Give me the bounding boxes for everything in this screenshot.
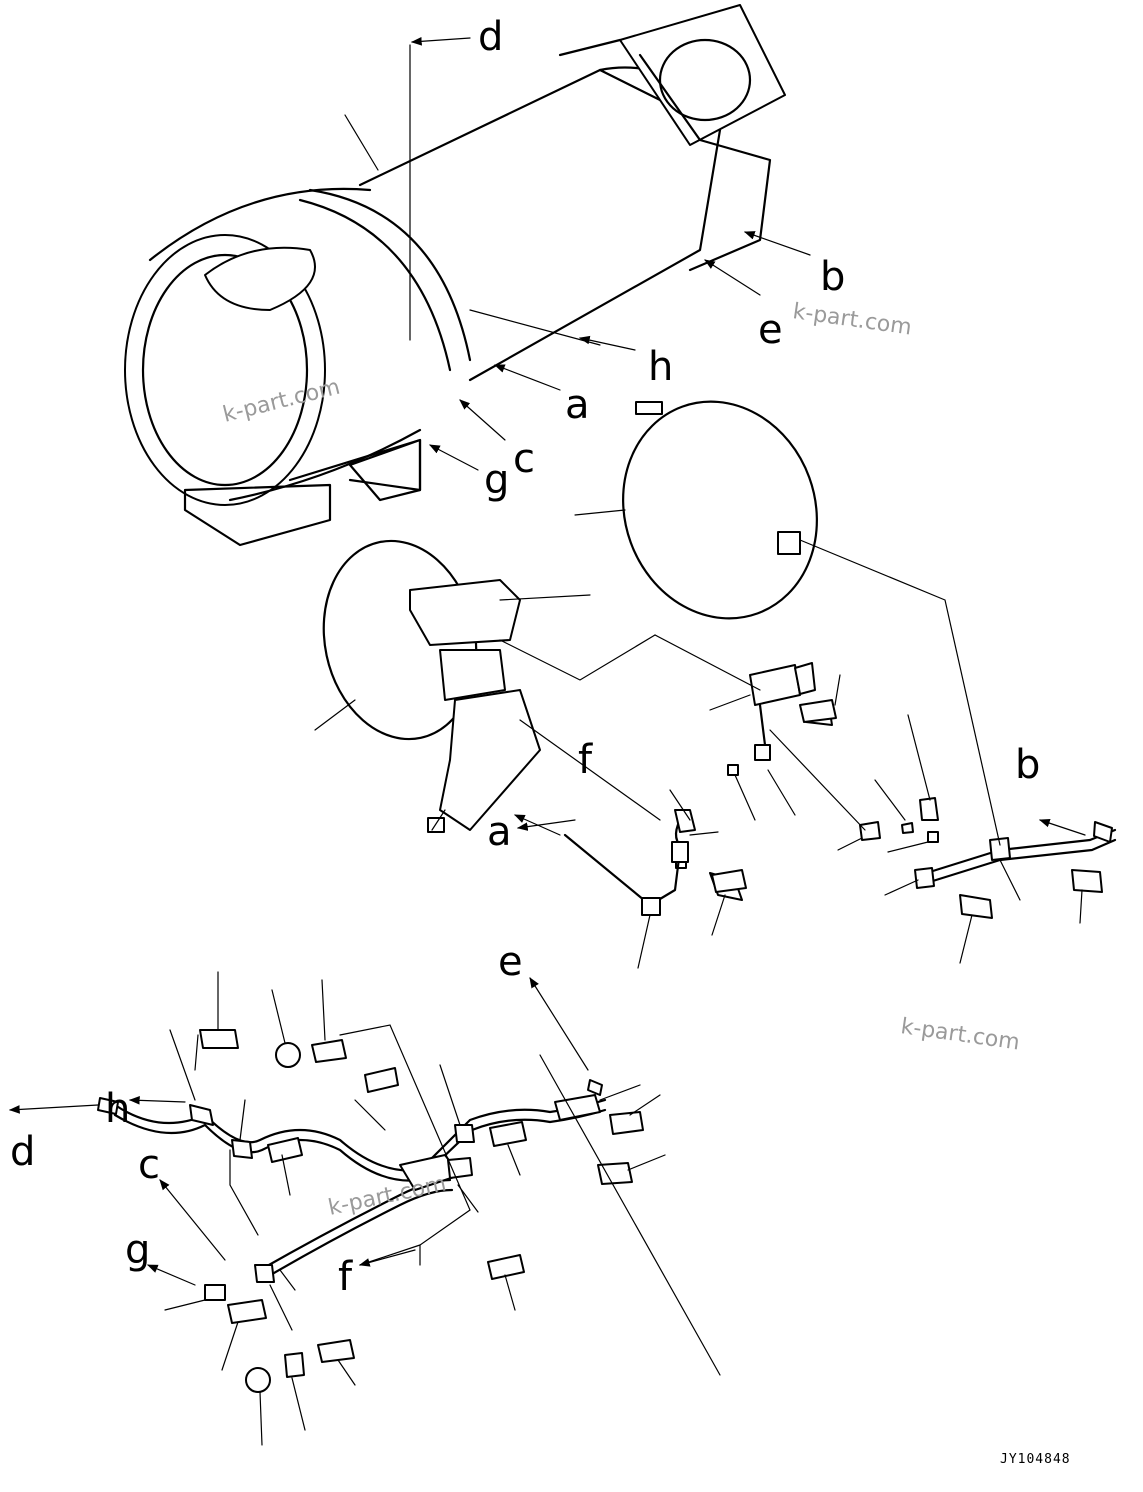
pressure-sensor-group [674, 662, 939, 869]
drawing-code: JY104848 [1000, 1452, 1071, 1467]
callout-f-mid: f [578, 737, 593, 783]
watermark: k-part.com [791, 299, 913, 340]
watermark: k-part.com [326, 1172, 448, 1221]
callout-d-low: d [10, 1129, 35, 1175]
callout-labels: d b e h a c g f a b e h d c g f [10, 14, 1040, 1300]
callout-h-low: h [105, 1086, 130, 1132]
callout-e-low: e [498, 939, 523, 985]
callout-d-top: d [478, 14, 503, 60]
callout-g-low: g [125, 1227, 150, 1273]
fasteners [199, 699, 837, 1393]
callout-arrows [8, 37, 1086, 1286]
callout-a-mid: a [487, 809, 512, 855]
callout-g-top: g [484, 457, 509, 503]
leader-lines [164, 44, 1083, 1446]
clamp-band-right [622, 400, 818, 620]
callout-c-top: c [513, 436, 535, 482]
watermark: k-part.com [899, 1014, 1021, 1055]
callout-e-top: e [758, 307, 783, 353]
clamp-band-left [322, 539, 541, 833]
callout-a-top: a [565, 382, 590, 428]
pipe-b [914, 821, 1117, 919]
callout-c-low: c [138, 1142, 160, 1188]
callout-h-top: h [648, 344, 673, 390]
watermarks: k-part.com k-part.com k-part.com k-part.… [220, 299, 1021, 1221]
callout-f-low: f [338, 1254, 353, 1300]
callout-b-top: b [820, 254, 845, 300]
callout-b-mid: b [1015, 742, 1040, 788]
muffler-assembly [124, 4, 786, 547]
